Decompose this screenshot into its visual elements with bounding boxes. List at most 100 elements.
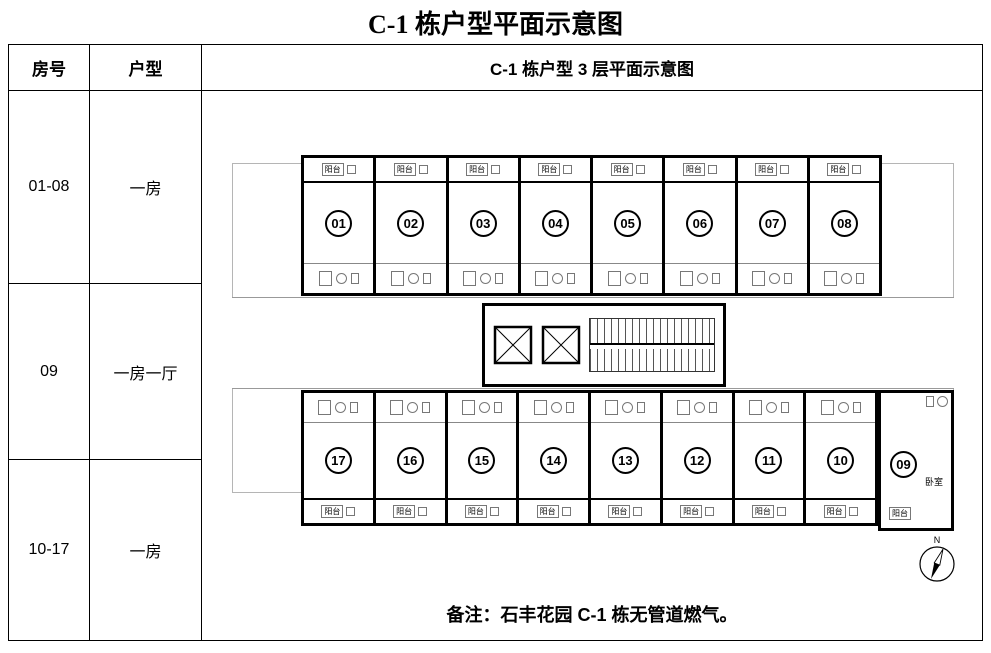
balcony-window-icon (491, 165, 501, 174)
balcony-window-icon (563, 165, 573, 174)
unit-room: 13 (591, 423, 660, 498)
unit-number-badge: 16 (396, 447, 424, 474)
unit-number-badge: 02 (397, 209, 425, 237)
compass: N (914, 535, 960, 583)
balcony: 阳台 (304, 498, 373, 523)
sink-icon (769, 273, 781, 284)
sink-icon (696, 273, 708, 284)
col-header-unit-type: 户型 (89, 44, 202, 91)
toilet-icon (677, 400, 691, 415)
bathroom-fixtures (665, 263, 735, 293)
unit-number-badge: 15 (468, 447, 496, 474)
balcony: 阳台 (737, 158, 807, 183)
bathroom-fixtures (448, 263, 518, 293)
shower-icon (350, 273, 359, 284)
sink-icon (837, 402, 849, 413)
balcony-window-icon (705, 507, 715, 516)
balcony: 阳台 (591, 498, 660, 523)
elevator-icon (493, 325, 533, 365)
col-header-room-number: 房号 (8, 44, 90, 91)
bathroom-fixtures (520, 263, 590, 293)
balcony: 阳台 (375, 498, 445, 523)
unit-number-badge: 17 (324, 447, 352, 474)
balcony-window-icon (418, 507, 428, 516)
unit-number-badge: 05 (614, 209, 642, 237)
balcony-window-icon (780, 165, 790, 174)
unit-type-01-08: 一房 (89, 89, 202, 285)
unit-number-badge: 07 (758, 209, 786, 237)
balcony-window-icon (633, 507, 643, 516)
toilet-icon (390, 400, 404, 415)
unit-room: 05 (593, 183, 662, 263)
plan-header: C-1 栋户型 3 层平面示意图 (201, 44, 983, 91)
unit: 14 阳台 (516, 393, 588, 523)
sink-icon (622, 402, 634, 413)
shower-icon (637, 402, 646, 413)
balcony: 阳台 (806, 498, 875, 523)
bathroom-fixtures (806, 393, 875, 423)
balcony-label: 阳台 (538, 163, 561, 176)
balcony: 阳台 (593, 158, 663, 183)
bathroom-fixtures (304, 263, 374, 293)
unit-room: 01 (304, 183, 373, 263)
unit-number-badge: 01 (325, 209, 353, 237)
unit: 阳台 07 (734, 158, 807, 293)
balcony-label: 阳台 (466, 163, 489, 176)
bathroom-fixtures (375, 393, 445, 423)
balcony: 阳台 (734, 498, 804, 523)
page-title: C-1 栋户型平面示意图 (368, 10, 623, 39)
shower-icon (567, 273, 576, 284)
unit: 17 阳台 (304, 393, 373, 523)
balcony: 阳台 (520, 158, 590, 183)
unit-type-10-17: 一房 (89, 458, 202, 642)
bathroom-fixtures (593, 263, 663, 293)
bathroom-fixtures (304, 393, 373, 423)
sink-icon (624, 273, 636, 284)
room-range-10-17: 10-17 (8, 458, 90, 642)
sink-icon (407, 402, 419, 413)
toilet-icon (748, 400, 762, 415)
unit-room: 07 (738, 183, 807, 263)
balcony: 阳台 (662, 498, 732, 523)
balcony-label: 阳台 (889, 507, 911, 520)
toilet-icon (463, 271, 477, 286)
unit-number-badge: 14 (540, 447, 568, 474)
sink-icon (765, 402, 777, 413)
toilet-icon (318, 400, 332, 415)
unit-number-badge: 09 (890, 451, 917, 478)
balcony: 阳台 (519, 498, 588, 523)
unit: 11 阳台 (731, 393, 804, 523)
toilet-icon (533, 400, 547, 415)
toilet-icon (679, 271, 693, 286)
bathroom-fixtures (734, 393, 804, 423)
unit-room: 14 (519, 423, 588, 498)
toilet-icon (390, 271, 404, 286)
shower-icon (422, 402, 431, 413)
shower-icon (350, 402, 359, 413)
sink-icon (937, 396, 948, 407)
toilet-icon (318, 271, 332, 286)
bathroom-fixtures (447, 393, 517, 423)
shower-icon (780, 402, 789, 413)
unit-number-badge: 08 (830, 209, 858, 237)
sink-icon (407, 273, 419, 284)
balcony: 阳台 (447, 498, 517, 523)
elevator-icon (541, 325, 581, 365)
unit-room: 10 (806, 423, 875, 498)
unit-room: 11 (735, 423, 804, 498)
balcony-label: 阳台 (751, 505, 774, 518)
shower-icon (493, 402, 502, 413)
shower-icon (784, 273, 793, 284)
toilet-icon (607, 271, 621, 286)
balcony: 阳台 (809, 158, 879, 183)
